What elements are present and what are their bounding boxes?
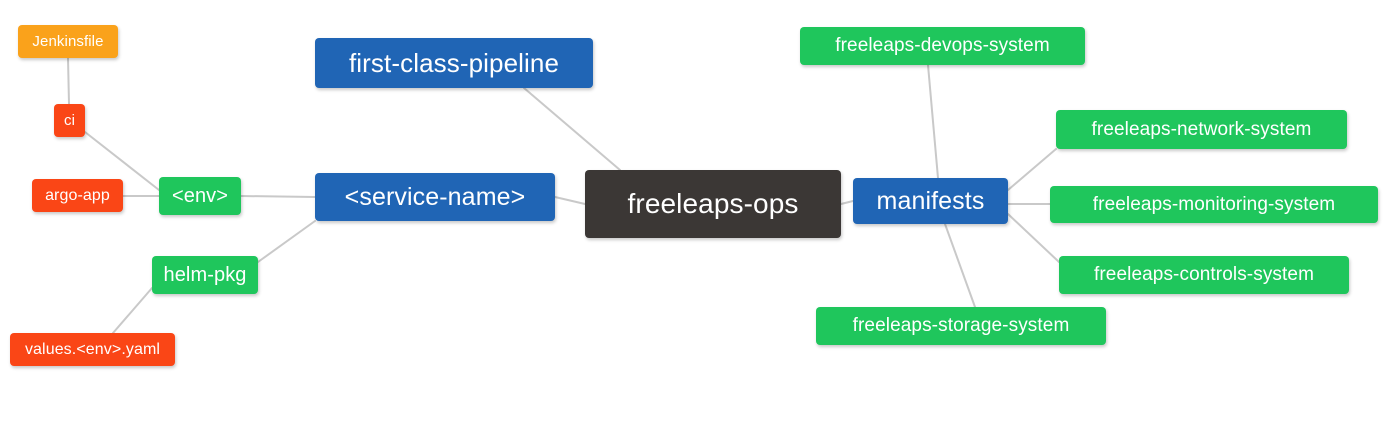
node-label: freeleaps-monitoring-system — [1092, 193, 1336, 215]
edge-manifests-to-freeleaps-storage-system — [944, 223, 976, 308]
node-env[interactable]: <env> — [159, 177, 241, 215]
node-label: <service-name> — [344, 182, 526, 211]
edge-manifests-to-freeleaps-devops-system — [927, 64, 939, 179]
node-service-name[interactable]: <service-name> — [315, 173, 555, 221]
node-argo-app[interactable]: argo-app — [32, 179, 123, 212]
edge-ci-to-jenkinsfile — [67, 57, 70, 105]
edge-manifests-to-freeleaps-network-system — [1007, 148, 1057, 191]
node-jenkinsfile[interactable]: Jenkinsfile — [18, 25, 118, 58]
node-label: Jenkinsfile — [32, 33, 104, 50]
edge-helm-pkg-to-values-env-yaml — [112, 287, 153, 334]
node-freeleaps-devops-system[interactable]: freeleaps-devops-system — [800, 27, 1085, 65]
edge-freeleaps-ops-to-first-class-pipeline — [523, 87, 621, 171]
node-label: values.<env>.yaml — [24, 340, 161, 358]
edge-service-name-to-helm-pkg — [257, 220, 316, 263]
edge-freeleaps-ops-to-manifests — [840, 200, 854, 205]
node-ci[interactable]: ci — [54, 104, 85, 137]
node-manifests[interactable]: manifests — [853, 178, 1008, 224]
node-label: freeleaps-devops-system — [835, 35, 1050, 56]
node-label: manifests — [876, 186, 985, 215]
node-label: freeleaps-network-system — [1091, 118, 1312, 140]
node-freeleaps-network-system[interactable]: freeleaps-network-system — [1056, 110, 1347, 149]
node-label: freeleaps-storage-system — [852, 315, 1070, 336]
node-label: freeleaps-ops — [627, 188, 799, 219]
node-label: ci — [63, 112, 76, 129]
node-helm-pkg[interactable]: helm-pkg — [152, 256, 258, 294]
edge-service-name-to-env — [240, 195, 316, 198]
node-freeleaps-controls-system[interactable]: freeleaps-controls-system — [1059, 256, 1349, 294]
node-label: freeleaps-controls-system — [1093, 264, 1315, 285]
node-label: first-class-pipeline — [348, 47, 560, 78]
node-values-env-yaml[interactable]: values.<env>.yaml — [10, 333, 175, 366]
node-label: helm-pkg — [163, 263, 247, 286]
node-freeleaps-storage-system[interactable]: freeleaps-storage-system — [816, 307, 1106, 345]
node-label: argo-app — [45, 186, 110, 204]
edge-freeleaps-ops-to-service-name — [554, 196, 586, 205]
node-freeleaps-ops[interactable]: freeleaps-ops — [585, 170, 841, 238]
node-label: <env> — [171, 184, 229, 207]
node-freeleaps-monitoring-system[interactable]: freeleaps-monitoring-system — [1050, 186, 1378, 223]
node-first-class-pipeline[interactable]: first-class-pipeline — [315, 38, 593, 88]
